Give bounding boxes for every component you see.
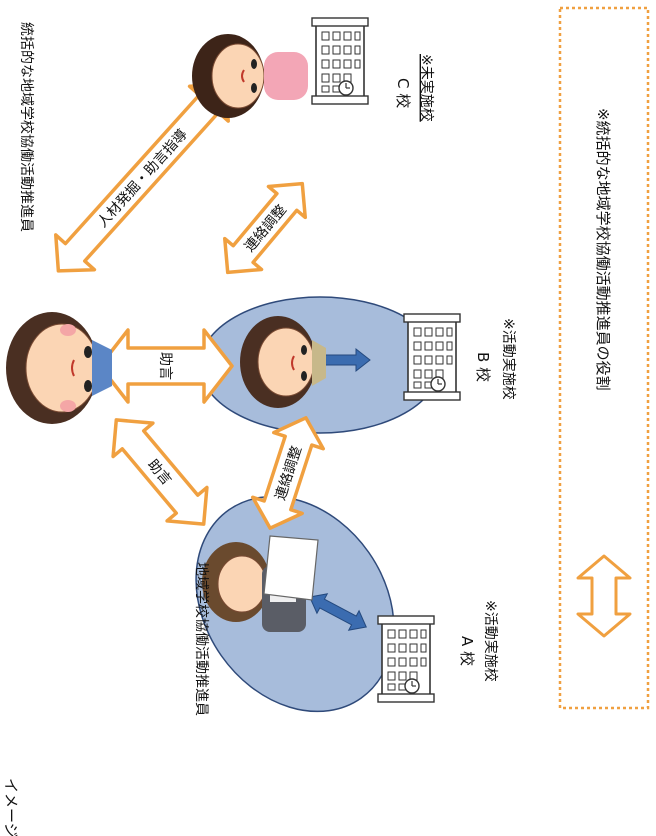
label-school-b-note: ※活動実施校 bbox=[500, 318, 517, 400]
school-a-building-icon bbox=[377, 615, 435, 703]
legend-text: ※統括的な地域学校協働活動推進員の役割 bbox=[594, 108, 612, 391]
label-school-c-note: ※未実施校 bbox=[418, 54, 435, 122]
coordinator-b-icon bbox=[240, 316, 326, 408]
school-b-building-icon bbox=[403, 313, 461, 401]
arrow-advice-b bbox=[98, 328, 234, 404]
arrow-liaison-c bbox=[223, 181, 307, 275]
label-arrow-advice-b: 助言 bbox=[157, 352, 173, 380]
general-coordinator-icon bbox=[6, 312, 112, 424]
label-coordinator-general: 統括的な地域学校協働活動推進員 bbox=[18, 22, 35, 232]
label-school-a-note: ※活動実施校 bbox=[482, 600, 499, 682]
arrow-advice-a bbox=[111, 418, 209, 526]
title-partial: イメージ bbox=[2, 778, 20, 836]
coordinator-c-icon bbox=[192, 34, 308, 118]
coordinator-a-icon bbox=[202, 535, 319, 632]
label-school-c: C 校 bbox=[394, 78, 412, 108]
label-coordinator-local: 地域学校協働活動推進員 bbox=[193, 562, 210, 716]
legend-box bbox=[558, 6, 650, 710]
label-arrow-talent: 人材発掘・助言指導 bbox=[95, 126, 191, 230]
arrow-a-coordinator-school bbox=[309, 593, 367, 631]
school-c-building-icon bbox=[311, 17, 369, 105]
arrow-liaison-a bbox=[251, 416, 325, 530]
label-school-a: A 校 bbox=[458, 636, 476, 666]
label-school-b: B 校 bbox=[474, 352, 492, 382]
legend-arrow bbox=[576, 554, 632, 638]
